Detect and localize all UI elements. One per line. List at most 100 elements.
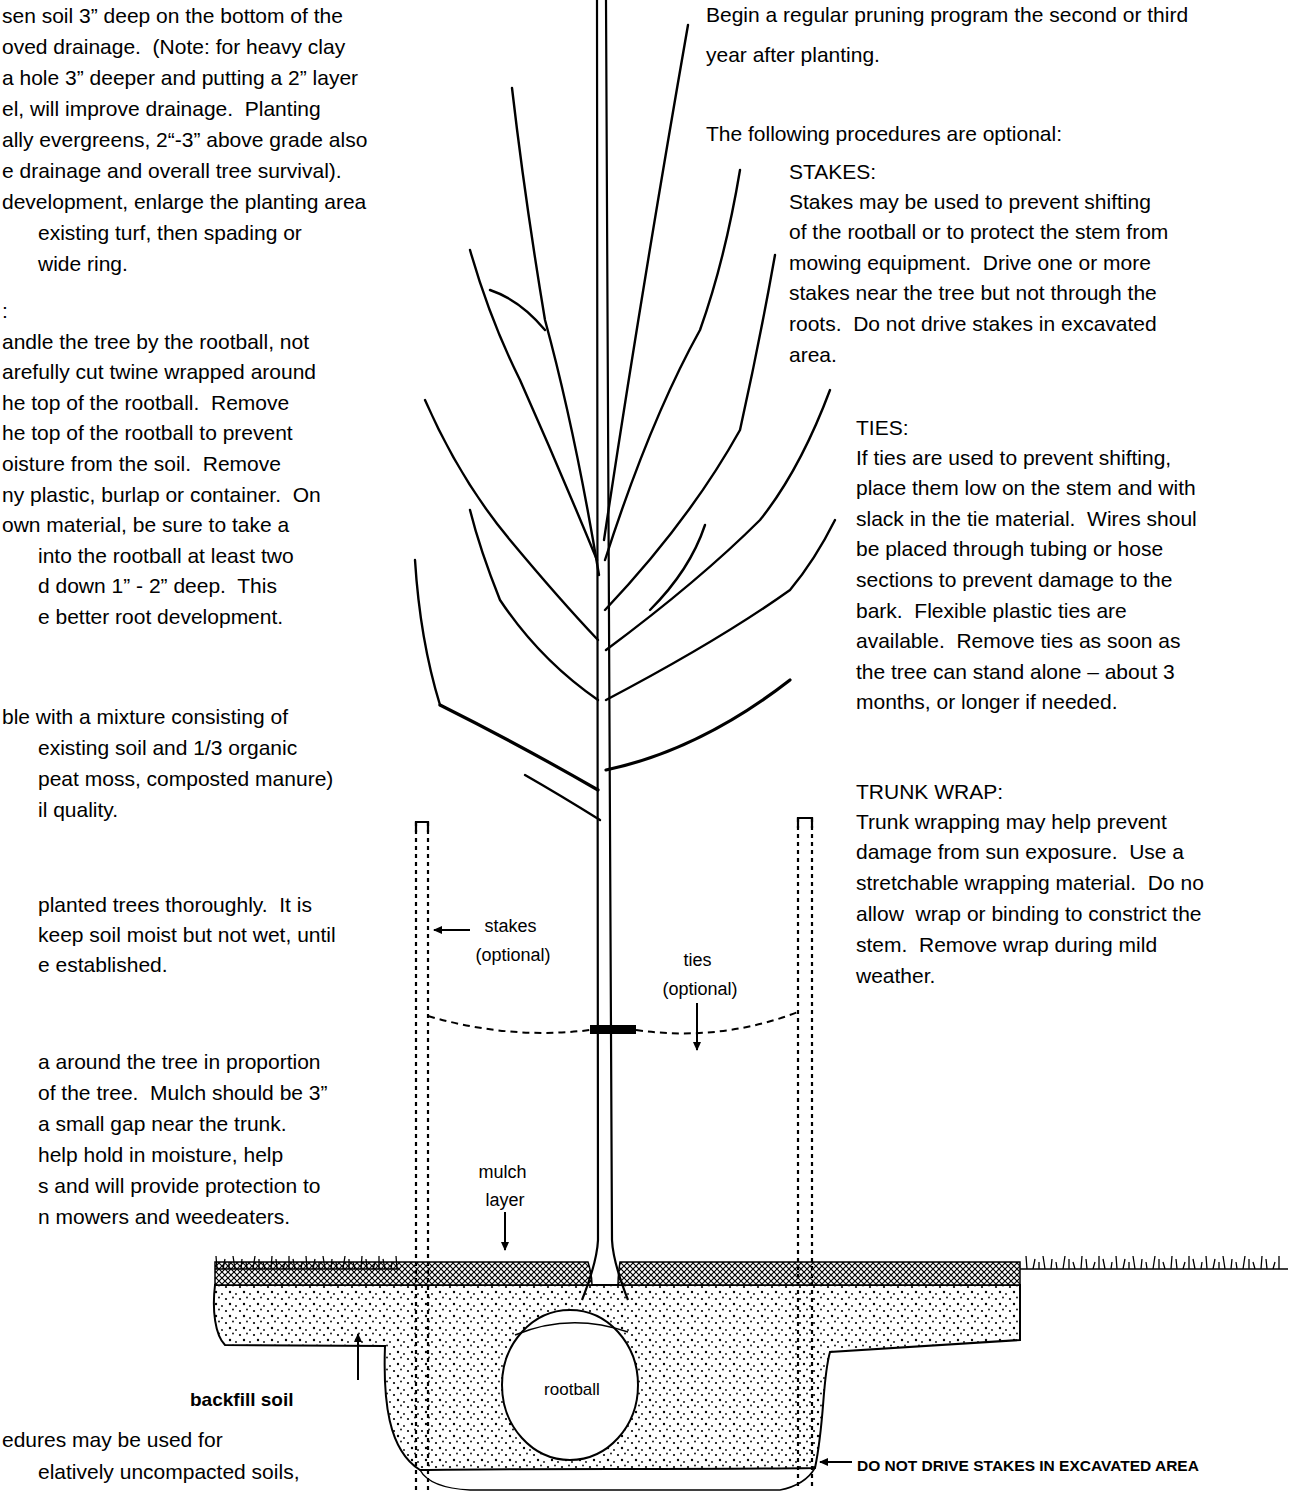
section-heading: : [2,295,8,326]
grass-strokes [215,1256,1288,1269]
stake-caps [416,818,812,832]
planting-hole [214,1285,1020,1470]
text-line: keep soil moist but not wet, until [2,920,342,950]
instruction-text: Trunk wrapping may help prevent damage f… [856,807,1210,992]
text-line: The following procedures are optional: [706,118,1062,149]
leader-arrows [357,1334,359,1380]
text-line: place them low on the stem and with [856,473,1203,504]
text-line: Stakes may be used to prevent shifting [789,187,1174,218]
text-line: existing soil and 1/3 organic [2,732,339,763]
section-heading: TRUNK WRAP: [856,776,1003,807]
tree-branches [415,560,440,705]
instruction-text: edures may be used for elatively uncompa… [2,1424,299,1488]
leader-arrows [434,929,470,931]
text-line: DO NOT DRIVE STAKES IN EXCAVATED AREA [857,1455,1199,1477]
part-label: rootball [544,1377,600,1403]
rootball [502,1310,638,1460]
part-label-box: rootball [544,1377,600,1403]
part-label: mulch layer [478,1158,531,1214]
ties [428,1012,798,1034]
text-line: peat moss, composted manure) [2,763,339,794]
warning-note: DO NOT DRIVE STAKES IN EXCAVATED AREA [857,1455,1199,1477]
text-line: a hole 3” deeper and putting a 2” layer [2,62,373,93]
grass [215,1256,1288,1269]
mulch-layer [618,1262,1020,1285]
text-line: n mowers and weedeaters. [2,1201,333,1232]
tree-branches [525,775,600,820]
section-heading-box: TRUNK WRAP: [856,776,1003,807]
instruction-text: a around the tree in proportion of the t… [2,1046,333,1232]
part-label-box: stakes (optional) [475,912,550,970]
text-line: e better root development. [2,602,327,633]
rootball [515,1323,628,1335]
part-label-box: ties (optional) [662,946,737,1004]
leader-arrows [358,930,852,1462]
ties [428,1016,590,1033]
text-line: help hold in moisture, help [2,1139,333,1170]
text-line: backfill soil [190,1387,293,1413]
instruction-text-box: planted trees thoroughly. It is keep soi… [2,890,342,980]
text-line: stakes [475,912,550,941]
text-line: he top of the rootball. Remove [2,388,327,419]
text-line: area. [789,340,1174,371]
text-line: ties [662,946,737,975]
text-line: be placed through tubing or hose [856,534,1203,565]
text-line: elatively uncompacted soils, [2,1456,299,1488]
tree-branches [650,525,705,610]
tree-branches [606,680,790,770]
instruction-text: Begin a regular pruning program the seco… [706,0,1194,75]
stake-caps [798,818,812,828]
text-line: he top of the rootball to prevent [2,418,327,449]
instruction-text-box: Stakes may be used to prevent shifting o… [789,187,1174,371]
instruction-text-box: The following procedures are optional: [706,118,1062,149]
text-line: wide ring. [2,248,373,279]
part-label: stakes (optional) [475,912,550,970]
planting-hole [420,1468,815,1490]
text-line: TIES: [856,412,909,443]
tree-branches [440,705,598,790]
instruction-text-box: edures may be used for elatively uncompa… [2,1424,299,1488]
text-line: stretchable wrapping material. Do no [856,868,1210,899]
instruction-text: Stakes may be used to prevent shifting o… [789,187,1174,371]
part-label-box: mulch layer [478,1158,531,1214]
part-label-box: backfill soil [190,1387,293,1413]
tree-trunk [582,0,598,1300]
text-line: year after planting. [706,35,1194,75]
section-heading-box: STAKES: [789,156,876,187]
text-line: the tree can stand alone – about 3 [856,657,1203,688]
instruction-text-box: andle the tree by the rootball, not aref… [2,327,327,633]
text-line: (optional) [475,941,550,970]
text-line: existing turf, then spading or [2,217,373,248]
instruction-text: planted trees thoroughly. It is keep soi… [2,890,342,980]
text-line: Trunk wrapping may help prevent [856,807,1210,838]
section-heading-box: TIES: [856,412,909,443]
instruction-text: andle the tree by the rootball, not aref… [2,327,327,633]
tree-branches [605,255,775,610]
text-line: il quality. [2,794,339,825]
leader-arrows [696,1003,698,1050]
text-line: stakes near the tree but not through the [789,278,1174,309]
instruction-text-box: sen soil 3” deep on the bottom of the ov… [2,0,373,279]
stakes [416,822,428,1490]
text-line: e established. [2,950,342,980]
text-line: : [2,295,8,326]
instruction-text-box: a around the tree in proportion of the t… [2,1046,333,1232]
stakes [416,818,812,1490]
text-line: ally evergreens, 2“-3” above grade also [2,124,373,155]
text-line: Begin a regular pruning program the seco… [706,0,1194,35]
tree-trunk [606,0,628,1300]
text-line: STAKES: [789,156,876,187]
instruction-text: sen soil 3” deep on the bottom of the ov… [2,0,373,279]
text-line: sections to prevent damage to the [856,565,1203,596]
section-heading: TIES: [856,412,909,443]
instruction-text-box: If ties are used to prevent shifting, pl… [856,443,1203,718]
tree-branches [425,400,598,640]
tree-branches [604,25,688,540]
section-heading: STAKES: [789,156,876,187]
instruction-text-box: Begin a regular pruning program the seco… [706,0,1194,75]
text-line: andle the tree by the rootball, not [2,327,327,358]
leader-arrows [504,1212,506,1250]
text-line: a small gap near the trunk. [2,1108,333,1139]
tree-branches [512,88,599,575]
text-line: oisture from the soil. Remove [2,449,327,480]
